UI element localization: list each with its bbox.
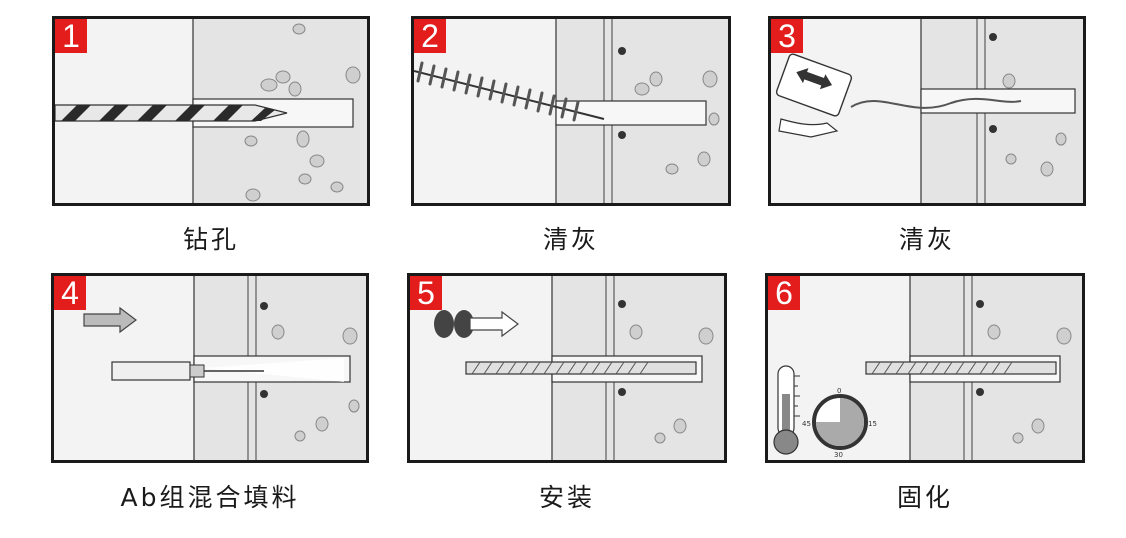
step-6-panel: 6 (765, 273, 1085, 463)
blow-pump-icon (775, 53, 1022, 138)
timer-label-0: 0 (837, 387, 841, 395)
threaded-rod-icon (465, 361, 697, 375)
step-2-caption: 清灰 (542, 225, 599, 254)
cleaning-brush-icon (414, 61, 605, 122)
step-6-number-badge: 6 (768, 276, 800, 310)
resin-cartridge-icon (111, 361, 264, 381)
step-4-caption: Ab组混合填料 (120, 483, 300, 512)
timer-label-45: 45 (802, 420, 811, 428)
step-1-number-badge: 1 (55, 19, 87, 53)
thermometer-icon (773, 365, 800, 455)
rotation-arrow-icon (434, 310, 519, 338)
step-1-caption: 钻孔 (182, 225, 239, 254)
step-5-caption: 安装 (538, 483, 595, 512)
step-1-panel: 1 (52, 16, 370, 206)
step-5-number-badge: 5 (410, 276, 442, 310)
timer-label-30: 30 (834, 451, 843, 459)
drill-bit-icon (55, 104, 288, 122)
threaded-rod-icon (865, 361, 1057, 375)
clock-icon: 0 15 30 45 (802, 387, 877, 459)
step-3-panel: 3 (768, 16, 1086, 206)
step-2-number-badge: 2 (414, 19, 446, 53)
step-4-panel: 4 (51, 273, 369, 463)
timer-label-15: 15 (868, 420, 877, 428)
step-6-caption: 固化 (896, 483, 953, 512)
step-3-caption: 清灰 (898, 225, 955, 254)
step-4-number-badge: 4 (54, 276, 86, 310)
step-2-panel: 2 (411, 16, 731, 206)
arrow-right-icon (83, 306, 137, 334)
step-5-panel: 5 (407, 273, 727, 463)
step-3-number-badge: 3 (771, 19, 803, 53)
